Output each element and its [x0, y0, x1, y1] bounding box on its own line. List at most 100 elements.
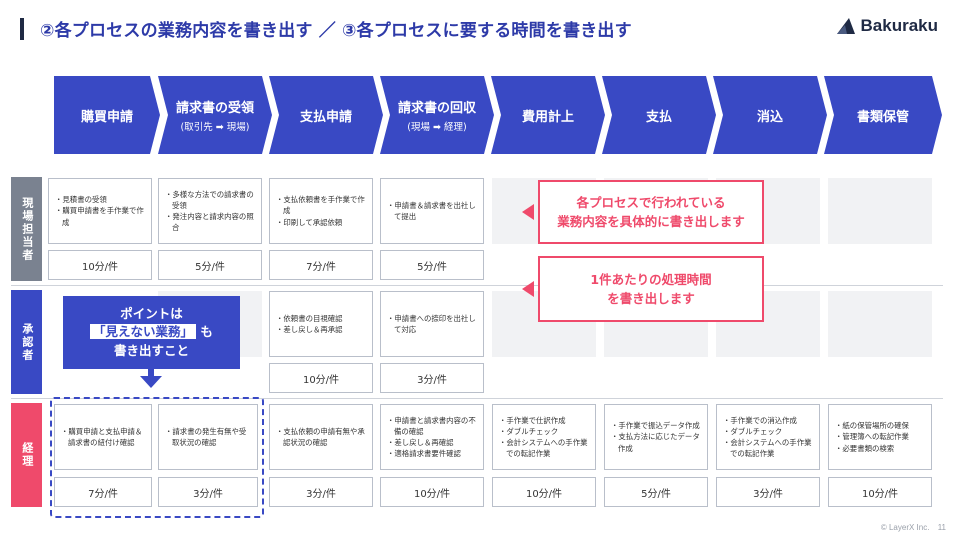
time-box: 5分/件	[380, 250, 484, 280]
task-item: 手作業で仕訳作成	[499, 415, 589, 426]
task-item: 支払依頼書を手作業で作成	[276, 194, 366, 216]
point-line: 書き出すこと	[113, 342, 189, 358]
point-arrow-stem	[148, 369, 154, 379]
row-divider	[11, 398, 943, 399]
task-card: 支払依頼書を手作業で作成 印刷して承認依頼	[269, 178, 373, 244]
task-card: 多様な方法での請求書の受領 発注内容と請求内容の照合	[158, 178, 262, 244]
process-arrow-2: 請求書の受領 (取引先 ➡ 現場)	[158, 76, 272, 154]
task-item: 購買申請と支払申請＆請求書の紐付け確認	[61, 426, 145, 448]
row-divider	[11, 285, 943, 286]
process-arrow-8: 書類保管	[824, 76, 942, 154]
callout-line: 1件あたりの処理時間	[590, 271, 712, 287]
process-arrow-3: 支払申請	[269, 76, 383, 154]
task-card: 申請書への捺印を出社して対応	[380, 291, 484, 357]
task-card: 申請書と請求書内容の不備の確認 差し戻し＆再確認 適格請求書要件確認	[380, 404, 484, 470]
process-sublabel: (現場 ➡ 経理)	[407, 122, 467, 133]
point-arrow	[140, 376, 162, 388]
task-item: 紙の保管場所の確保	[835, 420, 909, 431]
task-item: 手作業で振込データ作成	[611, 420, 701, 431]
process-label: 費用計上	[521, 109, 574, 125]
task-item: 手作業での消込作成	[723, 415, 813, 426]
footer: © LayerX Inc. 11	[881, 523, 946, 532]
task-card: 手作業で振込データ作成 支払方法に応じたデータ作成	[604, 404, 708, 470]
task-card: 手作業での消込作成 ダブルチェック 会計システムへの手作業での転記作業	[716, 404, 820, 470]
process-label: 請求書の受領	[175, 101, 254, 116]
point-box: ポイントは 「見えない業務」 も 書き出すこと	[63, 296, 240, 369]
time-box: 5分/件	[158, 250, 262, 280]
task-item: 申請書への捺印を出社して対応	[387, 313, 477, 335]
task-card: 申請書＆請求書を出社して提出	[380, 178, 484, 244]
time-box: 10分/件	[380, 477, 484, 507]
page-number: 11	[937, 523, 946, 532]
copyright: © LayerX Inc.	[880, 523, 930, 532]
task-card: 見積書の受領 購買申請書を手作業で作成	[48, 178, 152, 244]
process-label: 支払申請	[299, 109, 352, 125]
time-box: 10分/件	[828, 477, 932, 507]
process-arrow-5: 費用計上	[491, 76, 605, 154]
time-box: 10分/件	[269, 363, 373, 393]
process-sublabel: (取引先 ➡ 現場)	[180, 122, 250, 133]
process-arrow-4: 請求書の回収 (現場 ➡ 経理)	[380, 76, 494, 154]
task-card: 依頼書の目視確認 差し戻し＆再承認	[269, 291, 373, 357]
task-item: 依頼書の目視確認	[276, 313, 342, 324]
task-card: 請求書の発生有無や受取状況の確認	[158, 404, 258, 470]
callout-line: 各プロセスで行われている	[576, 194, 726, 210]
task-item: 見積書の受領	[55, 194, 145, 205]
task-item: 発注内容と請求内容の照合	[165, 211, 255, 233]
time-box: 3分/件	[716, 477, 820, 507]
empty-cell	[828, 178, 932, 244]
point-suffix: も	[200, 324, 213, 340]
callout-pointer	[522, 204, 534, 220]
time-box: 3分/件	[158, 477, 258, 507]
task-card: 手作業で仕訳作成 ダブルチェック 会計システムへの手作業での転記作業	[492, 404, 596, 470]
callout-pointer	[522, 281, 534, 297]
task-card: 購買申請と支払申請＆請求書の紐付け確認	[54, 404, 152, 470]
task-card: 支払依頼の申請有無や承認状況の確認	[269, 404, 373, 470]
bakuraku-logo: Bakuraku	[835, 16, 938, 36]
time-box: 3分/件	[380, 363, 484, 393]
process-arrow-7: 消込	[713, 76, 827, 154]
time-box: 7分/件	[54, 477, 152, 507]
task-item: 支払方法に応じたデータ作成	[611, 431, 701, 453]
process-label: 購買申請	[80, 109, 133, 125]
task-item: 会計システムへの手作業での転記作業	[499, 437, 589, 459]
process-label: 消込	[756, 109, 783, 125]
task-item: 会計システムへの手作業での転記作業	[723, 437, 813, 459]
point-highlight: 「見えない業務」	[90, 324, 197, 340]
task-item: 多様な方法での請求書の受領	[165, 189, 255, 211]
task-item: 管理簿への転記作業	[835, 431, 909, 442]
task-item: ダブルチェック	[723, 426, 813, 437]
row-label-genba: 現場担当者	[11, 177, 42, 281]
callout-line: を書き出します	[607, 291, 695, 306]
time-box: 10分/件	[48, 250, 152, 280]
empty-cell	[828, 291, 932, 357]
task-item: 購買申請書を手作業で作成	[55, 205, 145, 227]
row-label-shonin: 承認者	[11, 290, 42, 394]
task-item: 差し戻し＆再承認	[276, 324, 342, 335]
logo-text: Bakuraku	[860, 16, 938, 35]
task-item: 申請書＆請求書を出社して提出	[387, 200, 477, 222]
task-item: 支払依頼の申請有無や承認状況の確認	[276, 426, 366, 448]
callout-time: 1件あたりの処理時間 を書き出します	[522, 256, 764, 322]
task-item: 申請書と請求書内容の不備の確認	[387, 415, 477, 437]
process-flow: 購買申請 請求書の受領 (取引先 ➡ 現場) 支払申請 請求書の回収 (現場 ➡…	[54, 76, 944, 154]
invisible-work-highlight	[50, 397, 264, 518]
row-label-keiri: 経理	[11, 403, 42, 507]
process-label: 支払	[645, 109, 672, 125]
page-title: ②各プロセスの業務内容を書き出す ／ ③各プロセスに要する時間を書き出す	[40, 21, 632, 41]
task-item: 必要書類の検索	[835, 443, 909, 454]
time-box: 7分/件	[269, 250, 373, 280]
process-arrow-1: 購買申請	[54, 76, 160, 154]
task-item: 請求書の発生有無や受取状況の確認	[165, 426, 251, 448]
point-line: ポイントは	[120, 306, 183, 322]
task-item: ダブルチェック	[499, 426, 589, 437]
process-arrow-6: 支払	[602, 76, 716, 154]
task-card: 紙の保管場所の確保 管理簿への転記作業 必要書類の検索	[828, 404, 932, 470]
callout-line: 業務内容を具体的に書き出します	[557, 214, 745, 229]
process-label: 書類保管	[856, 109, 909, 125]
point-line: 「見えない業務」 も	[90, 323, 213, 341]
process-label: 請求書の回収	[397, 101, 476, 116]
callout-content: 各プロセスで行われている 業務内容を具体的に書き出します	[522, 180, 764, 244]
title-accent-bar	[20, 18, 24, 40]
time-box: 5分/件	[604, 477, 708, 507]
